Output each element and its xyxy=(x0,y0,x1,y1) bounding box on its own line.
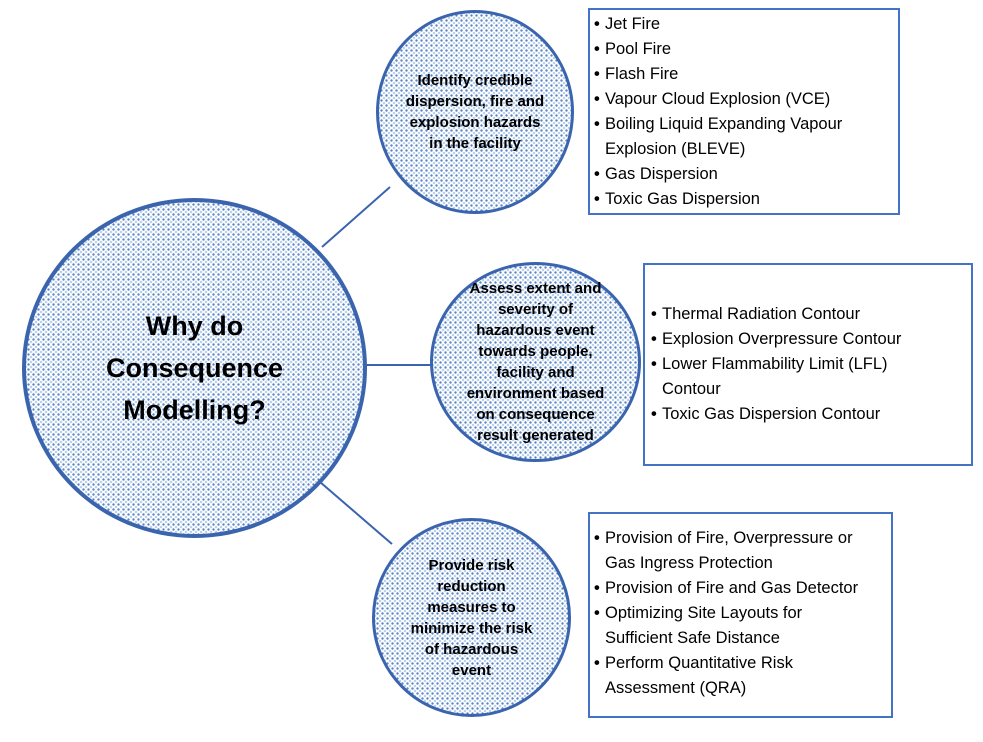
box-hazard-list: Jet Fire Pool Fire Flash Fire Vapour Clo… xyxy=(588,8,900,215)
connector-line-top xyxy=(321,186,391,248)
bullet-item: Explosion Overpressure Contour xyxy=(651,327,901,352)
bullet-item: Provision of Fire, Overpressure or Gas I… xyxy=(594,526,887,576)
bullet-item: Optimizing Site Layouts for Sufficient S… xyxy=(594,601,887,651)
box-risk-measures: Provision of Fire, Overpressure or Gas I… xyxy=(588,512,893,718)
bullet-item: Thermal Radiation Contour xyxy=(651,302,901,327)
bullet-item: Boiling Liquid Expanding Vapour Explosio… xyxy=(594,112,894,162)
box-consequence-contours: Thermal Radiation Contour Explosion Over… xyxy=(643,263,973,466)
center-circle: Why do Consequence Modelling? xyxy=(22,198,367,538)
bullet-item: Flash Fire xyxy=(594,62,894,87)
bullet-item: Provision of Fire and Gas Detector xyxy=(594,576,887,601)
circle-assess-severity: Assess extent and severity of hazardous … xyxy=(430,262,641,462)
circle-risk-reduction: Provide risk reduction measures to minim… xyxy=(372,518,571,717)
connector-line-bottom xyxy=(319,481,393,545)
bullet-item: Pool Fire xyxy=(594,37,894,62)
hazard-bullet-list: Jet Fire Pool Fire Flash Fire Vapour Clo… xyxy=(594,12,894,212)
bullet-item: Lower Flammability Limit (LFL) Contour xyxy=(651,352,901,402)
bullet-item: Perform Quantitative Risk Assessment (QR… xyxy=(594,651,887,701)
circle-assess-severity-label: Assess extent and severity of hazardous … xyxy=(466,280,605,444)
contour-bullet-list: Thermal Radiation Contour Explosion Over… xyxy=(651,302,901,427)
circle-identify-hazards: Identify credible dispersion, fire and e… xyxy=(376,10,574,214)
center-circle-label: Why do Consequence Modelling? xyxy=(105,311,284,425)
risk-measures-bullet-list: Provision of Fire, Overpressure or Gas I… xyxy=(594,526,887,701)
bullet-item: Gas Dispersion xyxy=(594,162,894,187)
bullet-item: Vapour Cloud Explosion (VCE) xyxy=(594,87,894,112)
circle-risk-reduction-label: Provide risk reduction measures to minim… xyxy=(410,556,533,679)
circle-identify-hazards-label: Identify credible dispersion, fire and e… xyxy=(405,72,545,152)
bullet-item: Jet Fire xyxy=(594,12,894,37)
bullet-item: Toxic Gas Dispersion Contour xyxy=(651,402,901,427)
bullet-item: Toxic Gas Dispersion xyxy=(594,187,894,212)
